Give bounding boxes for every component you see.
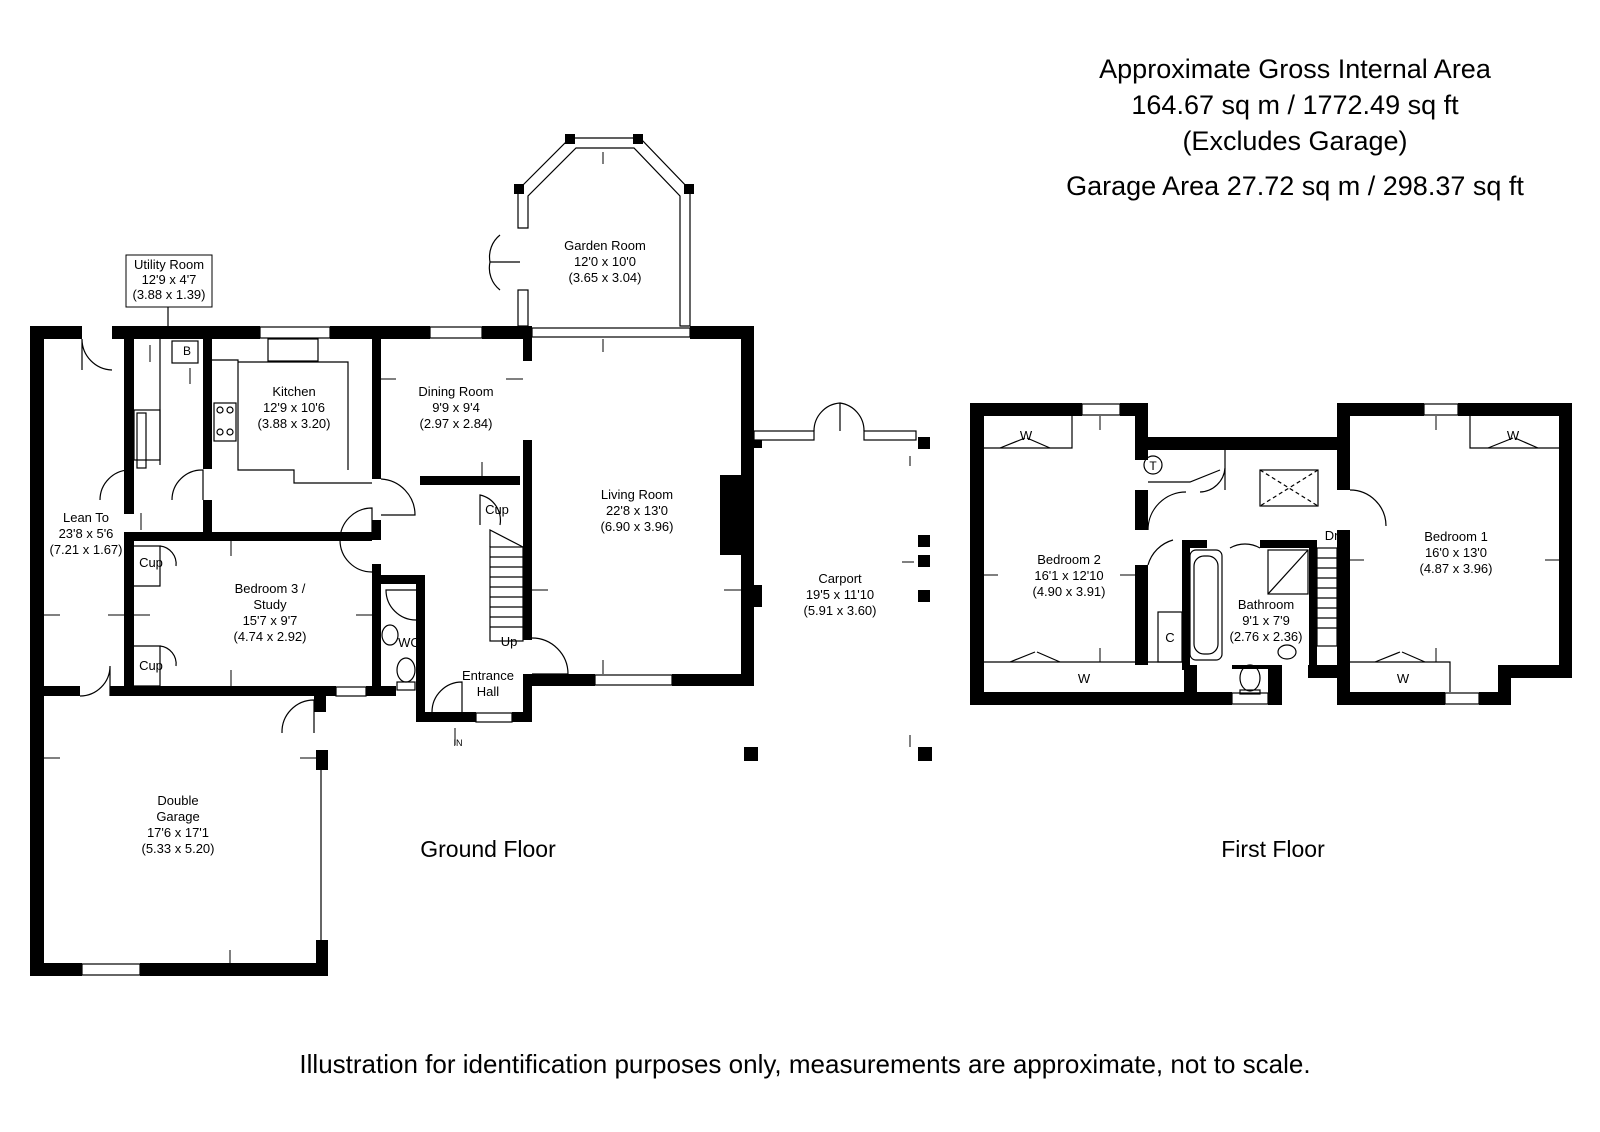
bedroom1-wardrobe-bottom-label: W: [1397, 671, 1410, 686]
living-room-name: Living Room: [601, 487, 673, 502]
ground-floor-doors: [79, 234, 569, 734]
double-garage-label: Double Garage 17'6 x 17'1 (5.33 x 5.20): [142, 793, 215, 856]
carport-label: Carport 19'5 x 11'10 (5.91 x 3.60): [804, 571, 877, 618]
wc-label: WC: [398, 635, 420, 650]
kitchen-imperial: 12'9 x 10'6: [263, 400, 325, 415]
first-floor-walls: [970, 403, 1572, 705]
ground-floor-arrows: [44, 152, 914, 963]
first-floor-windows: [1081, 403, 1480, 705]
living-room-imperial: 22'8 x 13'0: [606, 503, 668, 518]
bedroom1-wardrobe-top-label: W: [1507, 428, 1520, 443]
utility-room-name: Utility Room: [134, 257, 204, 272]
bedroom3-cupboard-bottom-label: Cup: [139, 658, 163, 673]
entrance-hall-name-2: Hall: [477, 684, 500, 699]
utility-room-metric: (3.88 x 1.39): [133, 287, 206, 302]
garden-room-label: Garden Room 12'0 x 10'0 (3.65 x 3.04): [564, 238, 646, 285]
garage-area: Garage Area 27.72 sq m / 298.37 sq ft: [1066, 171, 1524, 201]
ground-floor-fixtures: [133, 338, 524, 691]
bedroom3-label: Bedroom 3 / Study 15'7 x 9'7 (4.74 x 2.9…: [234, 581, 307, 644]
kitchen-metric: (3.88 x 3.20): [258, 416, 331, 431]
dining-room-name: Dining Room: [418, 384, 493, 399]
ground-floor-walls: [30, 326, 762, 976]
utility-room-label: Utility Room 12'9 x 4'7 (3.88 x 1.39): [125, 254, 213, 326]
garden-room-walls: [514, 134, 694, 327]
stairs-down-label: Dn: [1325, 528, 1342, 543]
first-floor-fixtures: [984, 416, 1559, 695]
bedroom3-name-1: Bedroom 3 /: [235, 581, 306, 596]
bedroom2-label: Bedroom 2 16'1 x 12'10 (4.90 x 3.91): [1033, 552, 1106, 599]
bedroom1-label: Bedroom 1 16'0 x 13'0 (4.87 x 3.96): [1420, 529, 1493, 576]
carport-name: Carport: [818, 571, 862, 586]
area-note: (Excludes Garage): [1182, 126, 1407, 156]
boiler-label: B: [183, 344, 191, 358]
carport-metric: (5.91 x 3.60): [804, 603, 877, 618]
carport-structure: [744, 402, 932, 761]
bathroom-label: Bathroom 9'1 x 7'9 (2.76 x 2.36): [1230, 597, 1303, 644]
bathroom-metric: (2.76 x 2.36): [1230, 629, 1303, 644]
lean-to-imperial: 23'8 x 5'6: [59, 526, 114, 541]
garden-room-name: Garden Room: [564, 238, 646, 253]
disclaimer: Illustration for identification purposes…: [299, 1049, 1310, 1079]
garage-metric: (5.33 x 5.20): [142, 841, 215, 856]
dining-room-imperial: 9'9 x 9'4: [432, 400, 480, 415]
bedroom3-cupboard-top-label: Cup: [139, 555, 163, 570]
area-summary: Approximate Gross Internal Area 164.67 s…: [1066, 54, 1524, 201]
ground-floor-title: Ground Floor: [420, 836, 556, 862]
garden-room-imperial: 12'0 x 10'0: [574, 254, 636, 269]
garage-name-1: Double: [157, 793, 198, 808]
bedroom3-name-2: Study: [253, 597, 287, 612]
utility-room-imperial: 12'9 x 4'7: [142, 272, 197, 287]
bedroom1-imperial: 16'0 x 13'0: [1425, 545, 1487, 560]
ground-floor-windows: [81, 326, 691, 976]
first-floor-arrows: [984, 416, 1559, 662]
hall-cupboard-label: Cup: [485, 502, 509, 517]
area-title: Approximate Gross Internal Area: [1099, 54, 1492, 84]
bedroom3-imperial: 15'7 x 9'7: [243, 613, 298, 628]
lean-to-label: Lean To 23'8 x 5'6 (7.21 x 1.67): [50, 510, 123, 557]
garden-room-metric: (3.65 x 3.04): [569, 270, 642, 285]
garage-imperial: 17'6 x 17'1: [147, 825, 209, 840]
carport-imperial: 19'5 x 11'10: [806, 587, 874, 602]
bedroom1-name: Bedroom 1: [1424, 529, 1488, 544]
kitchen-label: Kitchen 12'9 x 10'6 (3.88 x 3.20): [258, 384, 331, 431]
lean-to-metric: (7.21 x 1.67): [50, 542, 123, 557]
bedroom2-wardrobe-bottom-label: W: [1078, 671, 1091, 686]
tank-label: T: [1149, 459, 1157, 473]
dining-room-label: Dining Room 9'9 x 9'4 (2.97 x 2.84): [418, 384, 493, 431]
stairs-up-label: Up: [501, 634, 518, 649]
area-total: 164.67 sq m / 1772.49 sq ft: [1131, 90, 1459, 120]
lean-to-name: Lean To: [63, 510, 109, 525]
bathroom-name: Bathroom: [1238, 597, 1294, 612]
entry-label: IN: [454, 738, 463, 748]
living-room-metric: (6.90 x 3.96): [601, 519, 674, 534]
bedroom2-wardrobe-label: W: [1020, 428, 1033, 443]
entrance-hall-name-1: Entrance: [462, 668, 514, 683]
entrance-hall-label: Entrance Hall: [462, 668, 514, 699]
closet-label: C: [1165, 630, 1174, 645]
bedroom2-metric: (4.90 x 3.91): [1033, 584, 1106, 599]
dining-room-metric: (2.97 x 2.84): [420, 416, 493, 431]
bedroom2-imperial: 16'1 x 12'10: [1034, 568, 1103, 583]
bedroom1-metric: (4.87 x 3.96): [1420, 561, 1493, 576]
bedroom2-name: Bedroom 2: [1037, 552, 1101, 567]
first-floor-title: First Floor: [1221, 836, 1325, 862]
bathroom-imperial: 9'1 x 7'9: [1242, 613, 1290, 628]
first-floor-stairs: [1316, 547, 1338, 647]
living-room-label: Living Room 22'8 x 13'0 (6.90 x 3.96): [601, 487, 674, 534]
ground-floor-stairs: [489, 529, 524, 642]
garage-name-2: Garage: [156, 809, 199, 824]
kitchen-name: Kitchen: [272, 384, 315, 399]
bedroom3-metric: (4.74 x 2.92): [234, 629, 307, 644]
